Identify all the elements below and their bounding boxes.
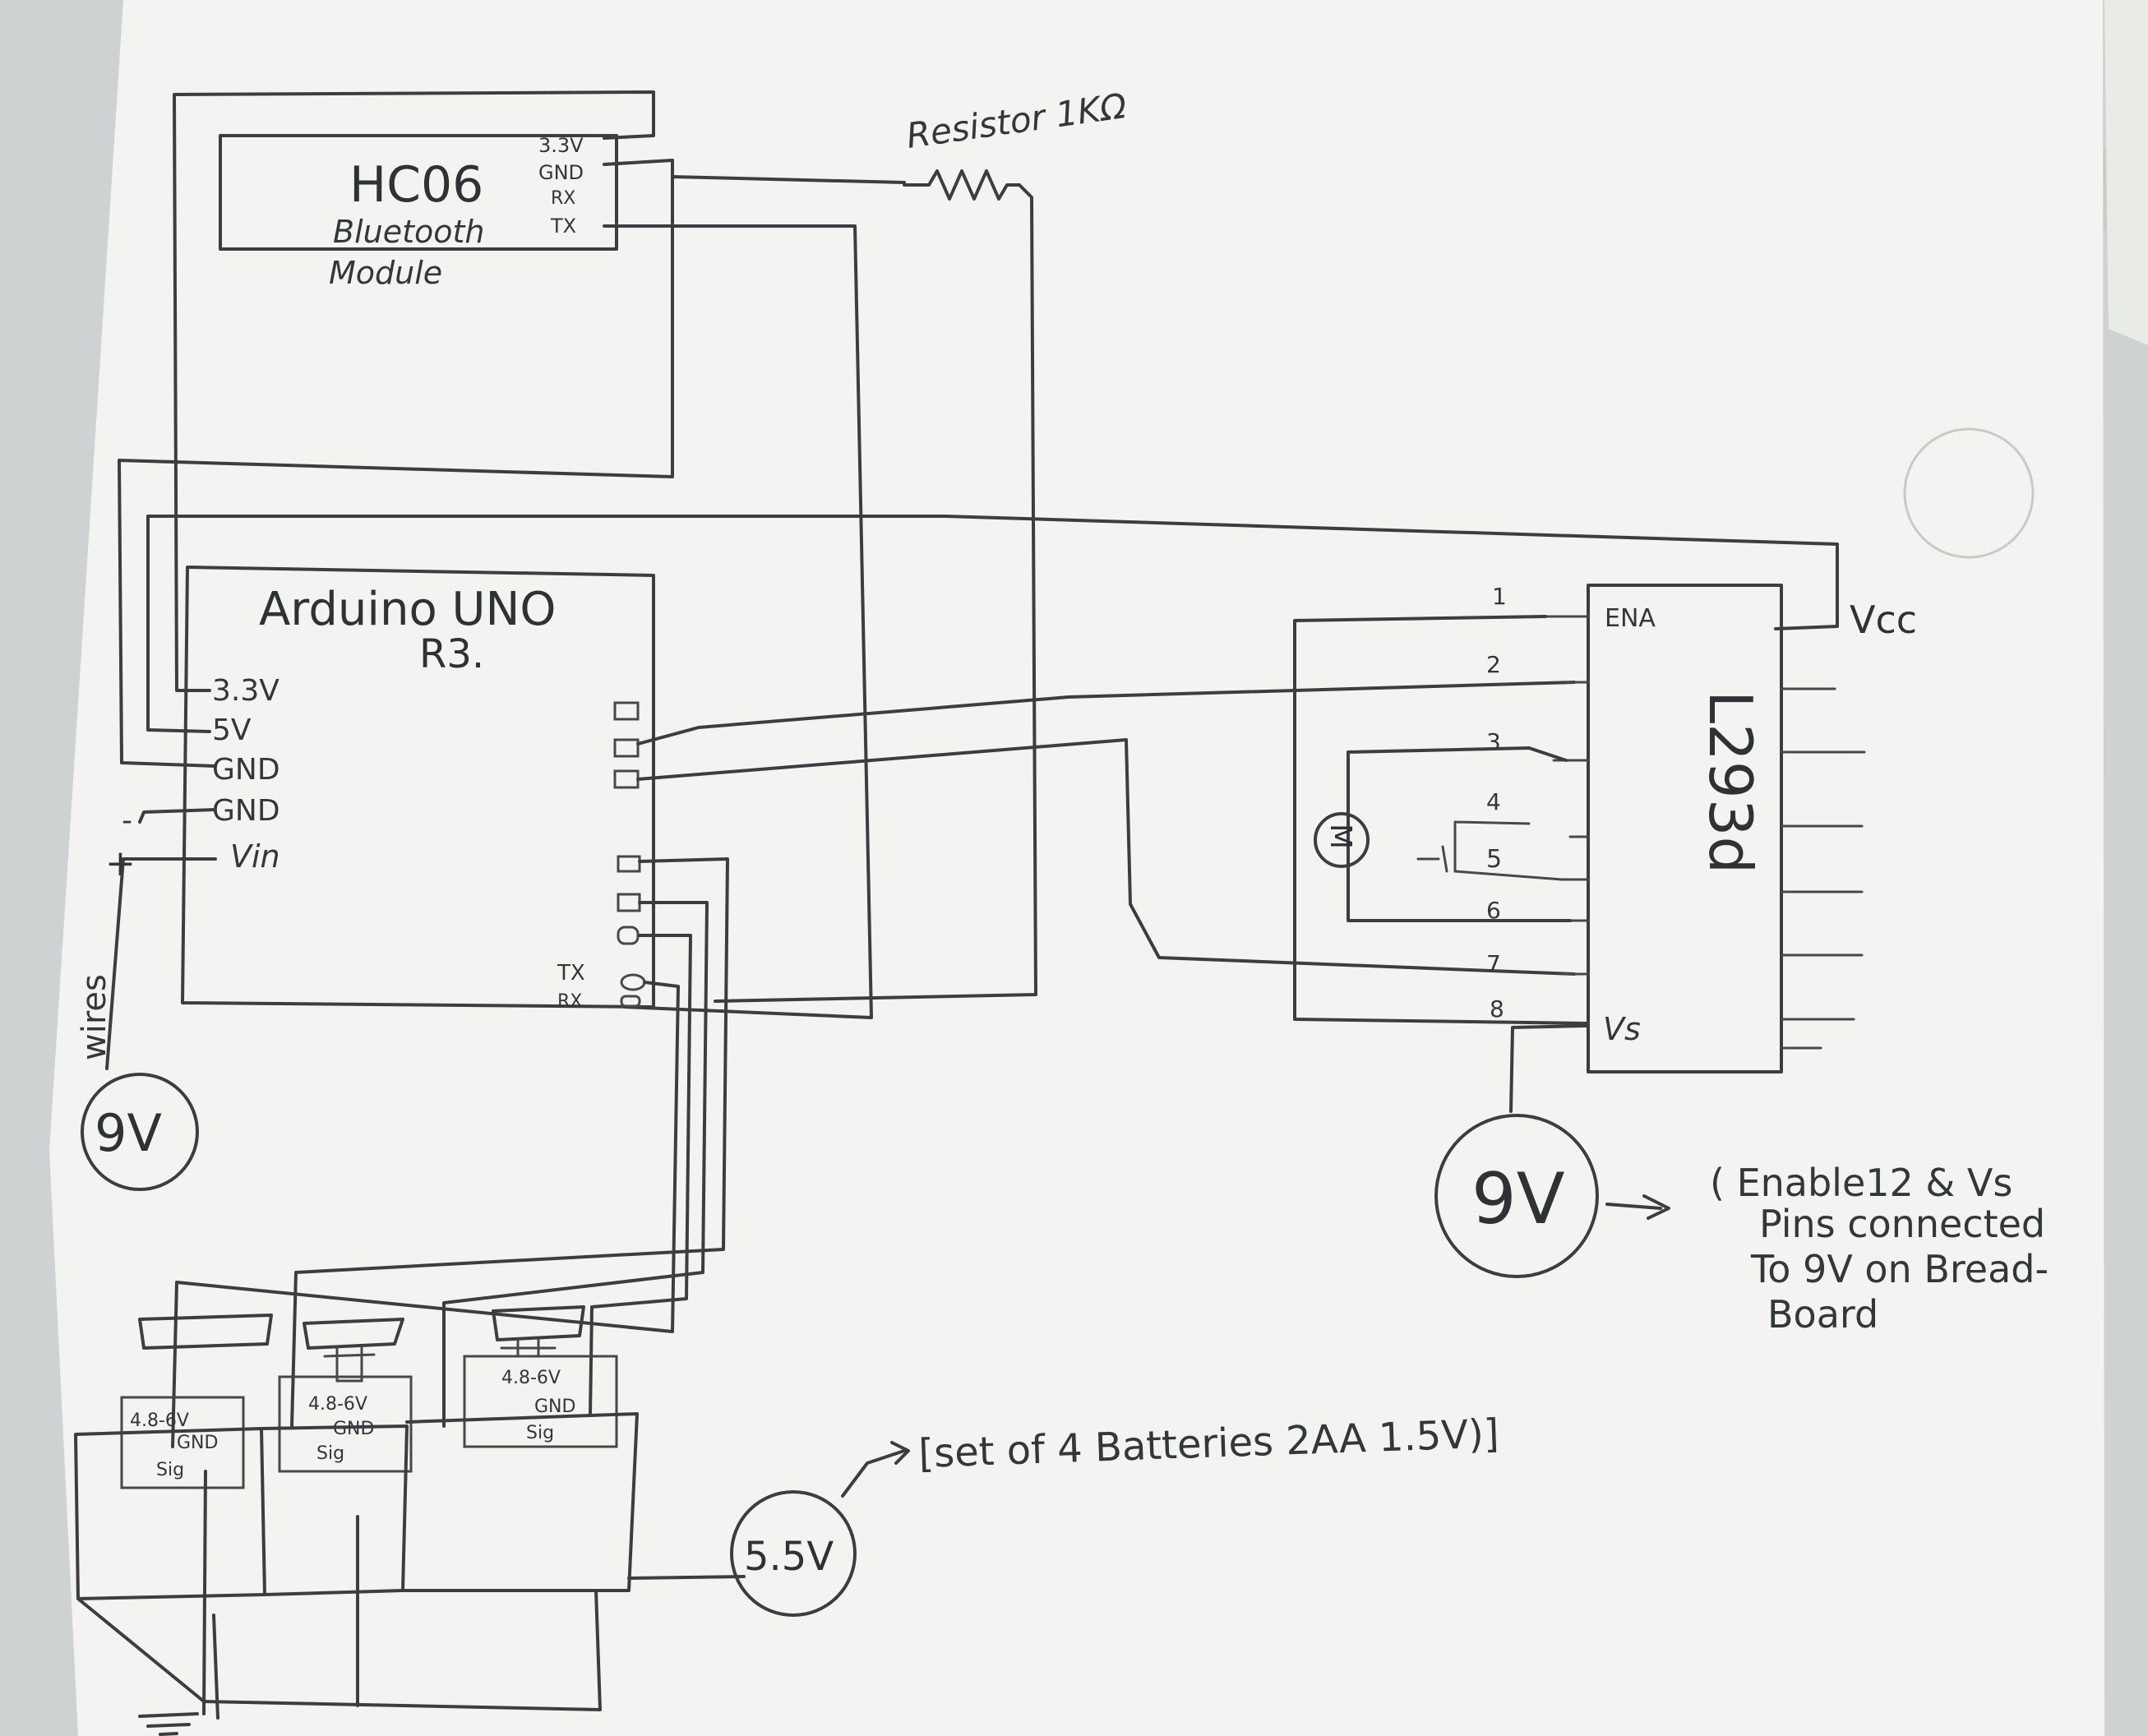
- hc06-module: HC06 Bluetooth Module 3.3V GND RX TX: [219, 134, 618, 291]
- hc06-pin-tx: TX: [550, 215, 576, 238]
- l293d-pin-3: 3: [1486, 728, 1501, 755]
- ground-wires: [202, 1470, 359, 1720]
- servo-1-pin-gnd: GND: [177, 1433, 218, 1453]
- driver-note-line-4: Board: [1767, 1292, 1878, 1337]
- driver-battery-circle: [1434, 1114, 1599, 1278]
- servo-3-pin-v: 4.8-6V: [501, 1368, 561, 1388]
- arduino-pin-gnd-2: GND: [212, 794, 280, 828]
- servo-wire-2: [442, 901, 709, 1428]
- vcc-wire: [146, 515, 1839, 733]
- driver-note-line-1: ( Enable12 & Vs: [1710, 1161, 2012, 1205]
- servo-2-pin-gnd: GND: [333, 1419, 374, 1439]
- motor-capacitor: [1416, 820, 1564, 881]
- servo-3-pin-gnd: GND: [534, 1397, 575, 1417]
- servo-1-pin-sig: Sig: [156, 1460, 184, 1480]
- l293d-pin-7: 7: [1486, 950, 1501, 977]
- arduino-battery-circle: [81, 1073, 199, 1191]
- hc06-pin-rx: RX: [551, 188, 575, 209]
- l293d-pin-1: 1: [1492, 583, 1507, 610]
- driver-note-line-2: Pins connected: [1759, 1202, 2045, 1246]
- enable-bus: [1293, 615, 1588, 1025]
- wires-label: wires: [76, 974, 113, 1060]
- driver-arrow: [1605, 1194, 1670, 1220]
- servo-2: 4.8-6V GND Sig: [278, 1318, 413, 1473]
- l293d-title: L293d: [1696, 690, 1765, 874]
- arduino-pin-3v3: 3.3V: [212, 674, 279, 708]
- l293d-pin-5: 5: [1486, 845, 1502, 874]
- servo-box-2: [260, 1424, 409, 1596]
- l293d-pin-2: 2: [1486, 651, 1501, 678]
- l293d-vs: Vs: [1603, 1011, 1641, 1047]
- servo-wire-4: [171, 981, 680, 1448]
- motor-circle: [1314, 812, 1370, 868]
- l293d-ena: ENA: [1605, 604, 1656, 633]
- driver-battery-label: 9V: [1471, 1158, 1565, 1240]
- arduino-rx-label: RX: [557, 991, 582, 1012]
- resistor-symbol: [903, 169, 1021, 201]
- arduino-pin-5v: 5V: [212, 713, 252, 747]
- arduino-title: Arduino UNO: [259, 583, 556, 636]
- servo-battery-label: 5.5V: [744, 1534, 834, 1580]
- faint-circle: [1903, 427, 2035, 559]
- driver-note-line-3: To 9V on Bread-: [1750, 1247, 2049, 1291]
- l293d-pin-6: 6: [1486, 897, 1501, 924]
- l293d-chip: L293d ENA Vs Vcc: [1544, 584, 1917, 1073]
- l293d-pin-8: 8: [1490, 995, 1504, 1023]
- servo-supply-wire: [627, 1575, 746, 1580]
- servo-3: 4.8-6V GND Sig: [463, 1305, 618, 1448]
- gnd-wire: [138, 808, 217, 824]
- paper-sheet: [49, 0, 2104, 1736]
- servo-box-3: [401, 1412, 639, 1592]
- in2-wire: [636, 738, 1576, 976]
- servo-battery-circle: [730, 1490, 857, 1617]
- hc06-pin-3v3: 3.3V: [538, 134, 584, 157]
- motor-label: M: [1323, 824, 1357, 849]
- battery-plus-label: +: [105, 843, 136, 884]
- arduino-model: R3.: [419, 631, 484, 677]
- vin-wire: [105, 857, 217, 1070]
- l293d-vcc: Vcc: [1850, 598, 1917, 642]
- ground-symbol: [138, 1712, 199, 1736]
- battery-minus-label: -: [122, 804, 132, 838]
- servo-1-pin-v: 4.8-6V: [130, 1410, 189, 1431]
- arduino-pin-gnd-1: GND: [212, 753, 280, 787]
- hc06-subtitle: Bluetooth: [333, 214, 484, 250]
- servo-wire-1: [290, 857, 729, 1428]
- arduino-tx-label: TX: [557, 961, 585, 986]
- servo-2-pin-v: 4.8-6V: [308, 1394, 367, 1415]
- arduino-pin-vin: Vin: [230, 838, 280, 875]
- in1-wire: [636, 681, 1576, 746]
- hc06-pin-gnd: GND: [538, 161, 584, 184]
- servo-2-pin-sig: Sig: [316, 1443, 344, 1464]
- l293d-pin-4: 4: [1486, 788, 1501, 815]
- arduino-battery-label: 9V: [95, 1103, 162, 1163]
- vs-wire: [1509, 1024, 1588, 1113]
- servo-3-pin-sig: Sig: [526, 1423, 554, 1443]
- ground-bus: [76, 1589, 602, 1711]
- hc06-wires: [118, 90, 1037, 1019]
- hc06-subtitle-2: Module: [329, 255, 442, 291]
- servo-1: 4.8-6V GND Sig: [120, 1314, 273, 1489]
- servo-wire-3: [589, 934, 692, 1415]
- hc06-title: HC06: [349, 156, 483, 214]
- servo-battery-arrow: [841, 1441, 910, 1498]
- arduino-uno: Arduino UNO R3. 3.3V 5V GND GND Vin TX R…: [181, 566, 655, 1012]
- motor-loop: [1347, 746, 1572, 922]
- paper-right-strip: [2104, 0, 2148, 345]
